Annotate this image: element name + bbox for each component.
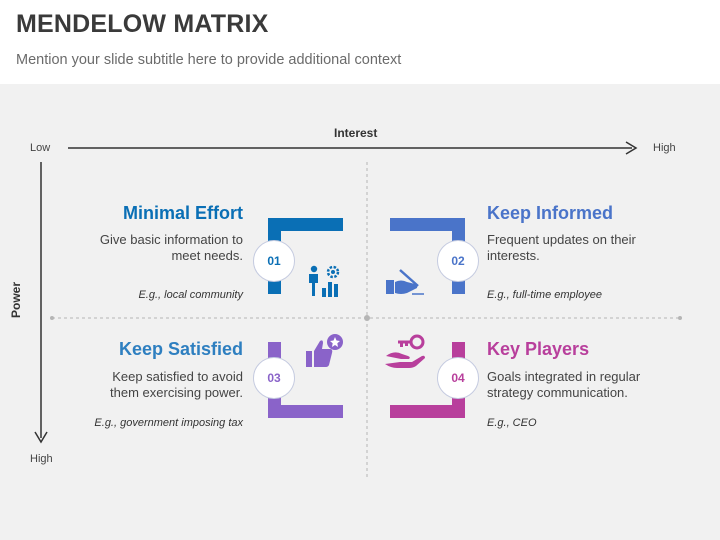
x-axis-high-label: High (653, 142, 676, 154)
thumbs-up-star-icon (306, 334, 343, 367)
page-title: MENDELOW MATRIX (16, 10, 269, 38)
quadrant-2-title: Keep Informed (487, 203, 614, 223)
y-axis-title: Power (9, 281, 23, 318)
x-axis-title: Interest (334, 126, 378, 140)
quadrant-2-example: E.g., full-time employee (487, 289, 602, 301)
quadrant-4-bracket-bottom (390, 405, 465, 418)
quadrant-2-bracket-top (390, 218, 465, 231)
quadrant-1-badge: 01 (253, 240, 295, 282)
quadrant-3-bracket-bottom (268, 405, 343, 418)
x-axis-low-label: Low (30, 142, 51, 154)
quadrant-1-bracket-top (268, 218, 343, 231)
quadrant-3-title: Keep Satisfied (118, 339, 243, 359)
quadrant-4-description: Goals integrated in regular strategy com… (487, 369, 641, 400)
hand-key-icon (385, 334, 425, 368)
quadrant-1-description: Give basic information to meet needs. (99, 232, 243, 263)
quadrant-1-title: Minimal Effort (123, 203, 243, 223)
growth-gear-icon (309, 265, 340, 297)
quadrant-2-badge: 02 (437, 240, 479, 282)
quadrant-4-example: E.g., CEO (487, 417, 537, 429)
y-axis-high-label: High (30, 453, 53, 465)
quadrant-3-description: Keep satisfied to avoid them exercising … (110, 369, 243, 400)
quadrant-3-example: E.g., government imposing tax (94, 417, 243, 429)
matrix-panel (0, 84, 720, 540)
quadrant-1-example: E.g., local community (138, 289, 243, 301)
quadrant-2-description: Frequent updates on their interests. (487, 232, 636, 263)
quadrant-4-title: Key Players (487, 339, 590, 359)
quadrant-3-badge: 03 (253, 357, 295, 399)
quadrant-4-badge: 04 (437, 357, 479, 399)
hand-pen-icon (386, 269, 424, 295)
page-subtitle: Mention your slide subtitle here to prov… (16, 52, 402, 68)
